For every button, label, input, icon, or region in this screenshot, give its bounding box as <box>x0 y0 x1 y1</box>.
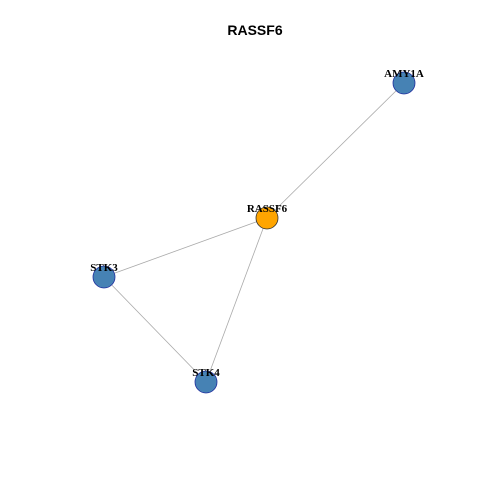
graph-title: RASSF6 <box>227 22 282 38</box>
edge-stk3-stk4 <box>103 276 207 383</box>
node-stk4 <box>194 370 218 394</box>
node-amy1a <box>392 71 416 95</box>
node-layer <box>92 71 416 394</box>
edge-layer <box>103 82 405 383</box>
node-rassf6 <box>255 206 279 230</box>
node-stk3 <box>92 265 116 289</box>
node-label-rassf6: RASSF6 <box>247 203 288 215</box>
node-label-stk3: STK3 <box>90 262 118 274</box>
node-label-amy1a: AMY1A <box>384 68 424 80</box>
node-label-stk4: STK4 <box>192 367 220 379</box>
edge-rassf6-amy1a <box>266 82 405 219</box>
edge-rassf6-stk3 <box>103 217 268 278</box>
edge-rassf6-stk4 <box>205 217 268 383</box>
